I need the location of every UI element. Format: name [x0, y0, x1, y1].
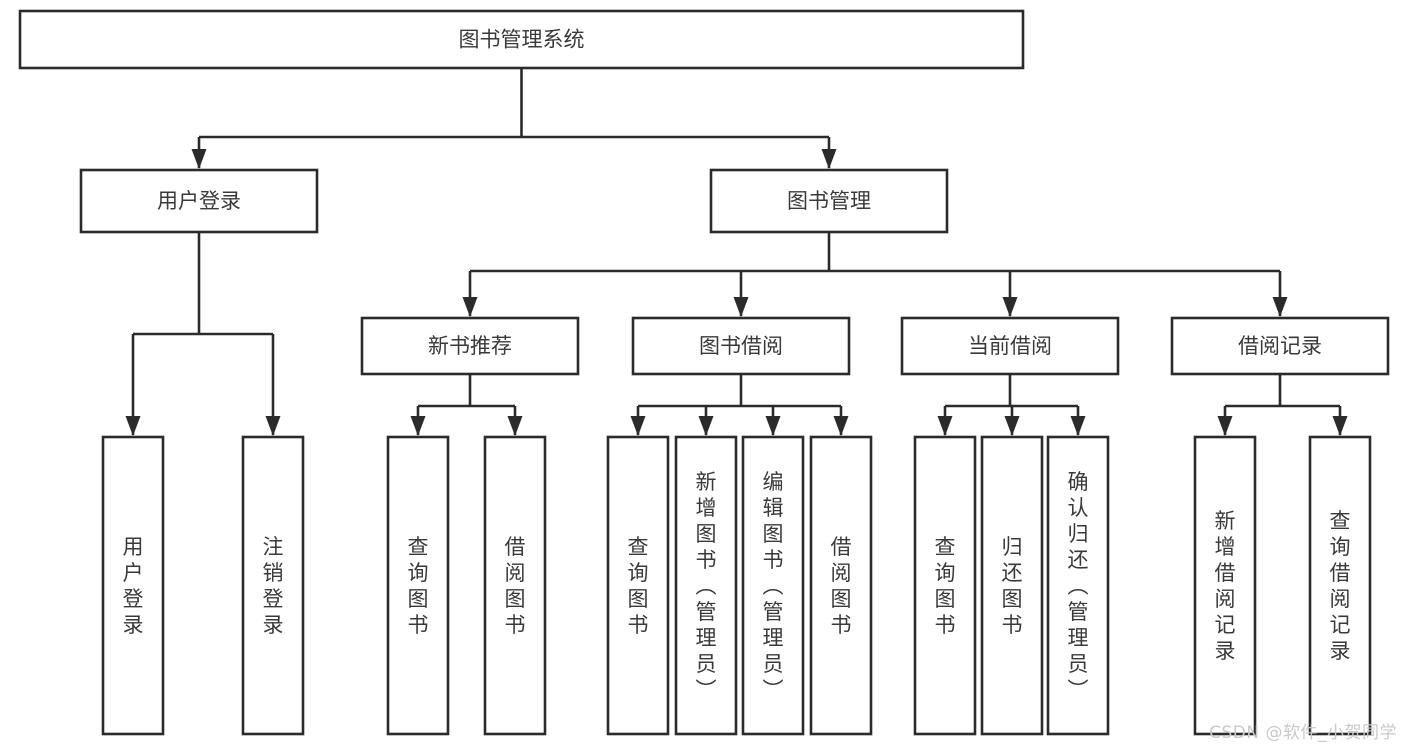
arrow-to-leaf-borrow-book-rec [507, 416, 523, 436]
node-current-borrow-box[interactable] [900, 316, 1120, 376]
arrow-to-leaf-user-login [125, 416, 141, 436]
node-leaf-query-book-rec-box[interactable] [386, 435, 450, 736]
node-leaf-edit-book-box[interactable] [741, 435, 805, 736]
arrow-to-book-borrow [733, 297, 749, 317]
node-leaf-return-book-box[interactable] [980, 435, 1044, 736]
node-leaf-borrow-book-box[interactable] [809, 435, 873, 736]
arrow-to-leaf-logout [265, 416, 281, 436]
node-leaf-add-book-box[interactable] [674, 435, 738, 736]
node-leaf-edit-book-label: 编辑图书︵管理员︶ [763, 470, 784, 702]
arrow-to-leaf-add-record [1217, 416, 1233, 436]
node-leaf-query-book-borrow-label: 查询图书 [628, 535, 649, 637]
node-leaf-return-book-label: 归还图书 [1002, 535, 1023, 637]
node-user-login-box[interactable] [79, 168, 319, 234]
node-leaf-borrow-book-rec-box[interactable] [483, 435, 547, 736]
arrow-to-leaf-query-book-rec [410, 416, 426, 436]
node-leaf-query-book-cur-box[interactable] [913, 435, 977, 736]
node-leaf-query-book-rec-label: 查询图书 [408, 535, 429, 637]
node-leaf-add-record-label: 新增借阅记录 [1215, 509, 1236, 663]
node-leaf-query-book-cur[interactable]: 查询图书 [913, 435, 977, 736]
node-user-login[interactable]: 用户登录 [79, 168, 319, 234]
node-leaf-borrow-book-label: 借阅图书 [831, 535, 852, 637]
arrow-to-new-book-rec [462, 297, 478, 317]
node-leaf-logout-label: 注销登录 [263, 535, 284, 637]
arrow-to-leaf-query-book-cur [937, 416, 953, 436]
node-root-system[interactable]: 图书管理系统 [18, 9, 1025, 70]
connector-layer [125, 68, 1348, 436]
arrow-to-book-manage [821, 149, 837, 169]
node-user-login-label: 用户登录 [157, 189, 241, 213]
node-leaf-return-book[interactable]: 归还图书 [980, 435, 1044, 736]
arrow-to-leaf-edit-book [765, 416, 781, 436]
node-new-book-rec-label: 新书推荐 [428, 334, 512, 358]
node-leaf-confirm-return[interactable]: 确认归还︵管理员︶ [1046, 435, 1110, 736]
node-leaf-borrow-book-rec[interactable]: 借阅图书 [483, 435, 547, 736]
node-leaf-confirm-return-box[interactable] [1046, 435, 1110, 736]
arrow-to-leaf-add-book [698, 416, 714, 436]
node-leaf-query-record[interactable]: 查询借阅记录 [1308, 435, 1372, 736]
node-new-book-rec-box[interactable] [360, 316, 580, 376]
arrow-to-user-login [191, 149, 207, 169]
node-borrow-record[interactable]: 借阅记录 [1170, 316, 1390, 376]
node-leaf-confirm-return-label: 确认归还︵管理员︶ [1068, 470, 1089, 702]
node-book-manage-box[interactable] [709, 168, 949, 234]
node-leaf-query-book-rec[interactable]: 查询图书 [386, 435, 450, 736]
node-root-system-label: 图书管理系统 [459, 28, 585, 52]
arrow-to-leaf-query-record [1332, 416, 1348, 436]
node-leaf-query-record-box[interactable] [1308, 435, 1372, 736]
node-root-system-box[interactable] [18, 9, 1025, 70]
node-book-manage-label: 图书管理 [787, 189, 871, 213]
node-leaf-logout-box[interactable] [241, 435, 305, 736]
node-leaf-query-book-cur-label: 查询图书 [935, 535, 956, 637]
node-book-borrow-label: 图书借阅 [699, 334, 783, 358]
node-leaf-logout[interactable]: 注销登录 [241, 435, 305, 736]
node-book-borrow[interactable]: 图书借阅 [631, 316, 851, 376]
node-leaf-query-book-borrow[interactable]: 查询图书 [606, 435, 670, 736]
csdn-watermark: CSDN @软件_小贺同学 [1209, 723, 1397, 743]
node-leaf-query-record-label: 查询借阅记录 [1330, 509, 1351, 663]
node-leaf-add-book-label: 新增图书︵管理员︶ [696, 470, 717, 702]
arrow-to-leaf-query-book-borrow [630, 416, 646, 436]
arrow-to-leaf-return-book [1004, 416, 1020, 436]
node-leaf-add-record[interactable]: 新增借阅记录 [1193, 435, 1257, 736]
node-leaf-query-book-borrow-box[interactable] [606, 435, 670, 736]
node-leaf-add-book[interactable]: 新增图书︵管理员︶ [674, 435, 738, 736]
node-leaf-borrow-book[interactable]: 借阅图书 [809, 435, 873, 736]
node-leaf-add-record-box[interactable] [1193, 435, 1257, 736]
node-leaf-user-login[interactable]: 用户登录 [101, 435, 165, 736]
node-leaf-borrow-book-rec-label: 借阅图书 [505, 535, 526, 637]
arrow-to-current-borrow [1002, 297, 1018, 317]
arrow-to-leaf-borrow-book [833, 416, 849, 436]
node-book-manage[interactable]: 图书管理 [709, 168, 949, 234]
node-borrow-record-box[interactable] [1170, 316, 1390, 376]
node-leaf-user-login-box[interactable] [101, 435, 165, 736]
node-borrow-record-label: 借阅记录 [1238, 334, 1322, 358]
node-layer: 图书管理系统用户登录图书管理新书推荐图书借阅当前借阅借阅记录用户登录注销登录查询… [18, 9, 1390, 736]
arrow-to-borrow-record [1272, 297, 1288, 317]
node-book-borrow-box[interactable] [631, 316, 851, 376]
node-leaf-edit-book[interactable]: 编辑图书︵管理员︶ [741, 435, 805, 736]
node-leaf-user-login-label: 用户登录 [123, 535, 144, 637]
node-current-borrow-label: 当前借阅 [968, 334, 1052, 358]
node-new-book-rec[interactable]: 新书推荐 [360, 316, 580, 376]
arrow-to-leaf-confirm-return [1070, 416, 1086, 436]
node-current-borrow[interactable]: 当前借阅 [900, 316, 1120, 376]
